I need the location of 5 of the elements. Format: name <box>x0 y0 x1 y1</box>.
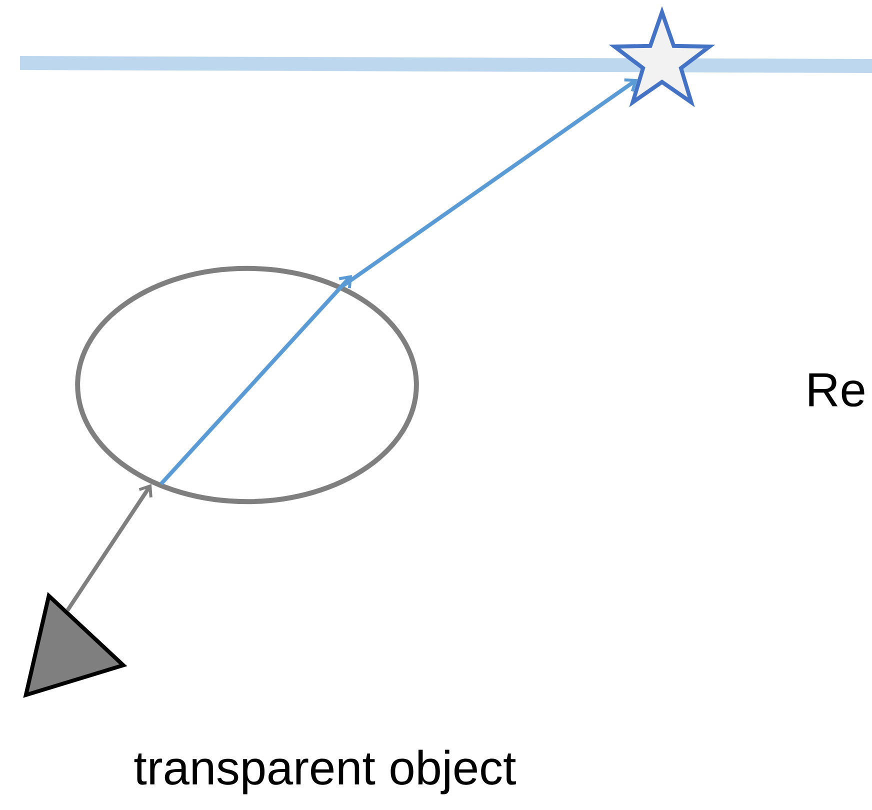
caption-text: Re <box>809 373 864 407</box>
caption-text: transparent object <box>134 750 516 794</box>
arrow <box>341 78 638 288</box>
transparent-object-ellipse <box>75 266 419 504</box>
arrow <box>66 484 152 612</box>
